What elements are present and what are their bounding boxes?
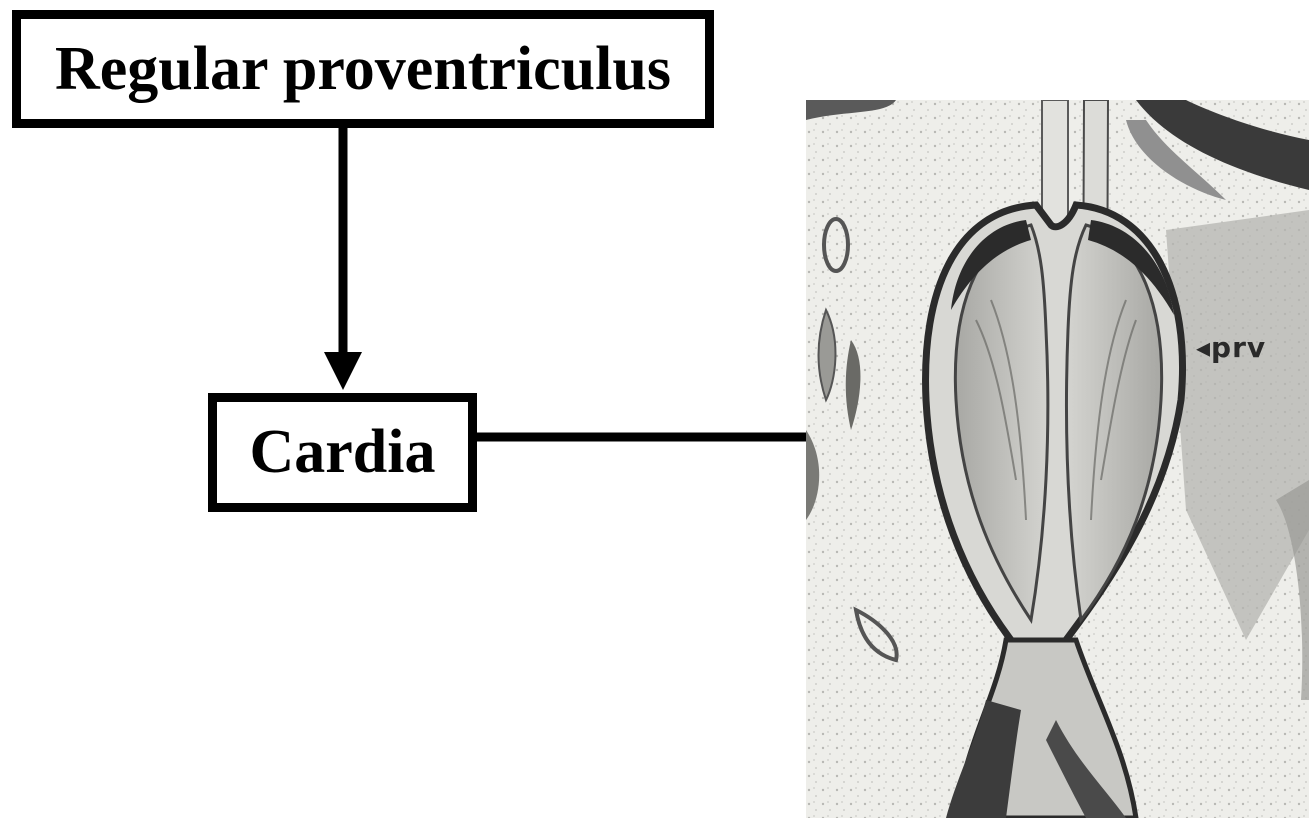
vertical-arrowhead — [324, 352, 362, 390]
histology-micrograph — [806, 100, 1309, 818]
prv-annotation: ◂prv — [1196, 331, 1266, 364]
micrograph-image — [806, 100, 1309, 818]
